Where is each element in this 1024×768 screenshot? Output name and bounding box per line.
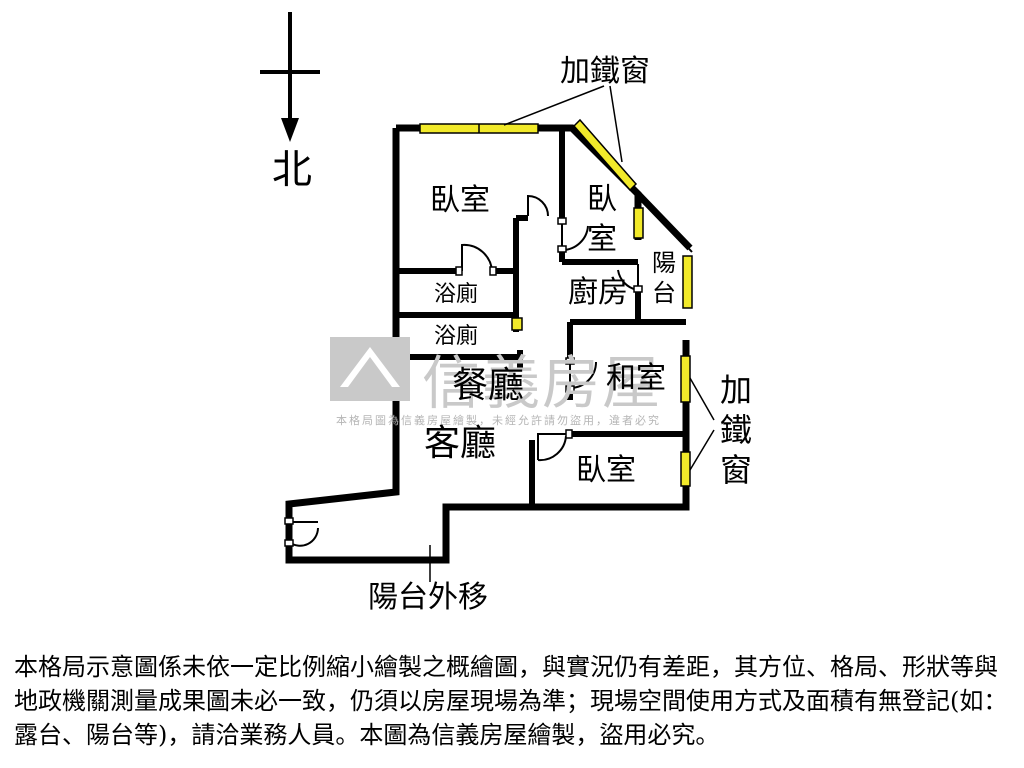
iron-windows xyxy=(419,118,693,487)
watermark-brand: 信義房屋 xyxy=(422,349,663,417)
room-label-kitchen: 廚房 xyxy=(568,275,628,310)
room-label-bath-upper: 浴廁 xyxy=(434,282,479,307)
annotation-iron-window-top: 加鐵窗 xyxy=(560,54,650,89)
watermark-logo xyxy=(330,337,410,401)
room-label-bedroom-small: 臥 室 xyxy=(587,180,617,260)
room-label-bedroom-bottom: 臥室 xyxy=(576,453,636,488)
room-label-dining: 餐廳 xyxy=(452,365,525,406)
annotation-leaders xyxy=(429,85,715,582)
room-label-bedroom-small-1: 臥 xyxy=(587,182,617,217)
annotation-balcony-moved: 陽台外移 xyxy=(368,580,488,615)
watermark-notice: 本格局圖為信義房屋繪製，未經允許請勿盜用，違者必究 xyxy=(336,414,661,427)
room-label-balcony-2: 台 xyxy=(652,279,676,307)
balcony-railing xyxy=(639,195,693,253)
annotation-iron-window-right-2: 鐵 xyxy=(720,411,753,449)
annotation-iron-window-right-3: 窗 xyxy=(720,451,753,489)
room-label-living: 客廳 xyxy=(424,423,497,464)
label-compass-north: 北 xyxy=(272,147,312,193)
annotation-iron-window-right-1: 加 xyxy=(720,371,753,409)
annotation-iron-window-right: 加 鐵 窗 xyxy=(720,370,752,490)
room-label-japanese-room: 和室 xyxy=(606,361,666,396)
room-label-balcony-1: 陽 xyxy=(652,249,676,277)
north-arrow-icon xyxy=(260,12,320,142)
room-label-bedroom-top: 臥室 xyxy=(430,183,490,218)
room-label-balcony: 陽 台 xyxy=(652,248,676,308)
floor-plan xyxy=(260,12,715,582)
room-label-bedroom-small-2: 室 xyxy=(587,222,617,257)
door-frames xyxy=(284,217,643,547)
disclaimer-text: 本格局示意圖係未依一定比例縮小繪製之概繪圖，與實況仍有差距，其方位、格局、形狀等… xyxy=(14,653,1008,749)
interior-walls xyxy=(396,130,686,507)
room-label-bath-lower: 浴廁 xyxy=(434,324,479,349)
